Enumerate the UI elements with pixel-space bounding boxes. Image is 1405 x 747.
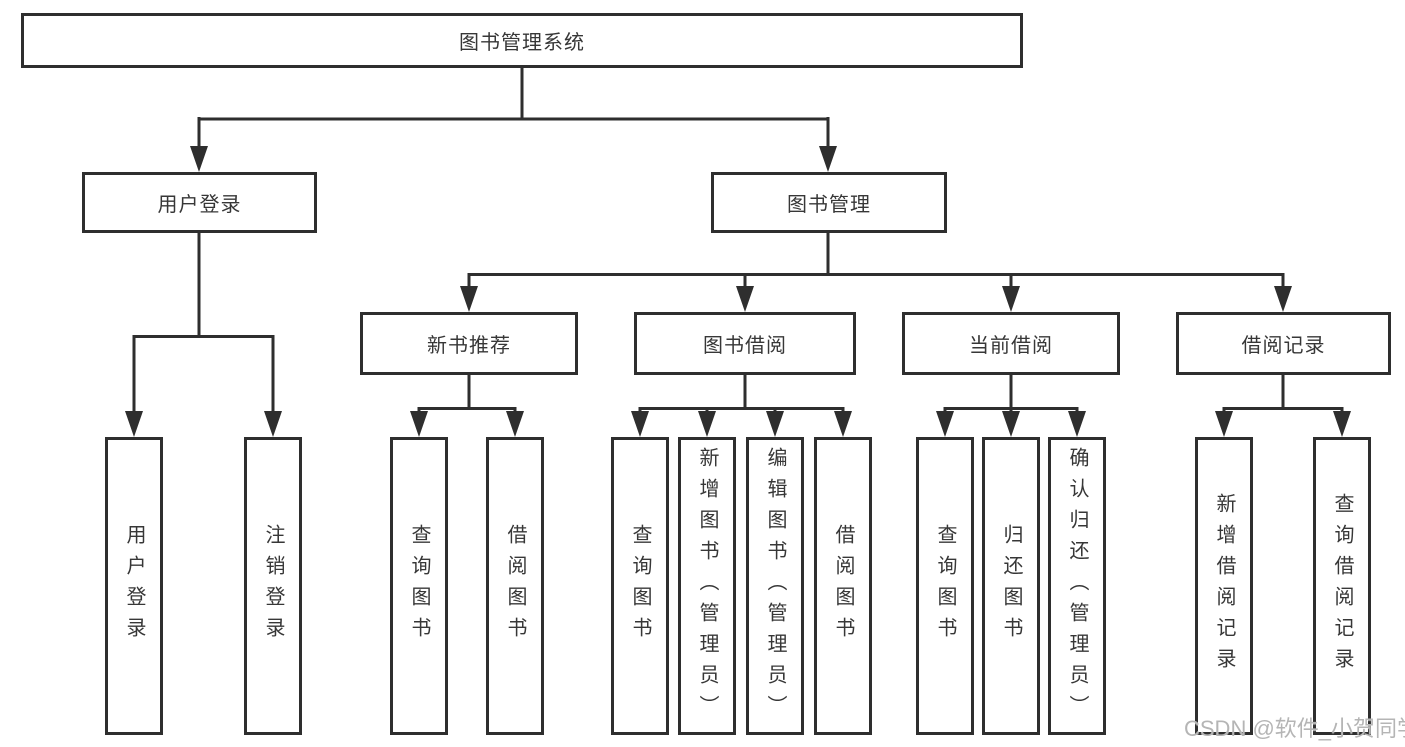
node-label: 图书管理系统 [459,32,585,54]
leaf-logout: 注销登录 [244,437,302,735]
node-label: 新书推荐 [427,335,511,357]
leaf-borrow-books: 借阅图书 [486,437,544,735]
leaf-label: 注销登录 [262,524,284,648]
leaf-label: 归还图书 [1000,524,1022,648]
node-label: 图书借阅 [703,335,787,357]
node-label: 用户登录 [157,194,242,216]
node-library-management-system: 图书管理系统 [21,13,1023,68]
node-new-book-recommendation: 新书推荐 [360,312,578,375]
leaf-label: 借阅图书 [504,524,526,648]
leaf-label: 查询图书 [934,524,956,648]
arrowheads [125,146,1351,437]
leaf-return-books: 归还图书 [982,437,1040,735]
node-user-login: 用户登录 [82,172,317,233]
leaf-confirm-return-admin: 确认归还（管理员） [1048,437,1106,735]
node-label: 图书管理 [787,194,871,216]
leaf-query-books: 查询图书 [916,437,974,735]
leaf-edit-books-admin: 编辑图书（管理员） [746,437,804,735]
leaf-query-books: 查询图书 [390,437,448,735]
node-book-borrowing: 图书借阅 [634,312,856,375]
csdn-watermark: CSDN @软件_小贺同学 [1184,716,1405,741]
leaf-add-borrow-record: 新增借阅记录 [1195,437,1253,735]
leaf-label: 新增借阅记录 [1213,493,1235,679]
leaf-label: 查询图书 [408,524,430,648]
node-current-borrowing: 当前借阅 [902,312,1120,375]
leaf-label: 查询借阅记录 [1331,493,1353,679]
node-label: 当前借阅 [969,335,1053,357]
leaf-add-books-admin: 新增图书（管理员） [678,437,736,735]
node-label: 借阅记录 [1241,335,1326,357]
leaf-label: 借阅图书 [832,524,854,648]
leaf-label: 编辑图书（管理员） [764,446,786,726]
leaf-label: 查询图书 [629,524,651,648]
leaf-borrow-books: 借阅图书 [814,437,872,735]
node-book-management: 图书管理 [711,172,947,233]
leaf-user-login: 用户登录 [105,437,163,735]
leaf-query-books: 查询图书 [611,437,669,735]
node-borrowing-records: 借阅记录 [1176,312,1391,375]
leaf-label: 确认归还（管理员） [1066,446,1088,726]
leaf-label: 用户登录 [123,524,145,648]
leaf-label: 新增图书（管理员） [696,446,718,726]
leaf-query-borrow-record: 查询借阅记录 [1313,437,1371,735]
